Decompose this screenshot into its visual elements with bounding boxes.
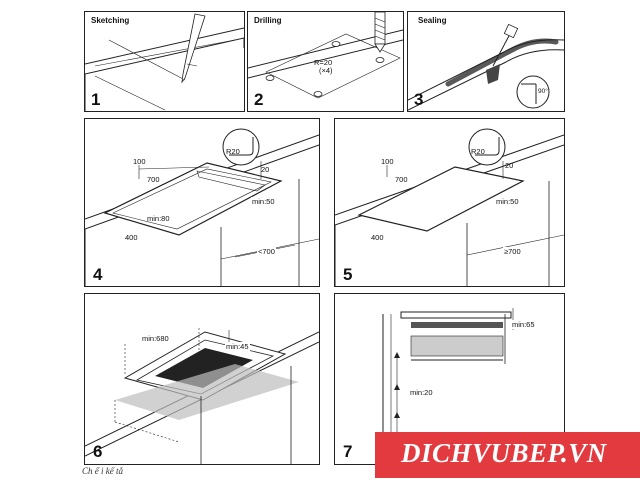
cutout-frame-illustration: [85, 128, 319, 286]
panel-number: 5: [343, 265, 353, 284]
dim-20-label: 20: [505, 161, 514, 170]
sealing-illustration: [408, 23, 564, 111]
dim-lt700-label: <700: [257, 247, 276, 256]
panel-number: 7: [343, 442, 353, 461]
panel-title: Sealing: [418, 16, 447, 25]
dim-min20-label: min:20: [409, 388, 434, 397]
dim-min80-label: min:80: [147, 214, 170, 223]
radius-label: R=20: [314, 58, 333, 67]
brand-watermark: DICHVUBEP.VN: [375, 432, 640, 478]
dim-min50-label: min:50: [251, 197, 276, 206]
panel-title: Sketching: [91, 16, 130, 25]
panel-sketching: Sketching 1: [84, 11, 245, 112]
dim-min680-label: min:680: [141, 334, 170, 343]
ventilation-illustration: [85, 328, 319, 464]
dim-100-label: 100: [133, 157, 146, 166]
radius-r20-label: R20: [226, 147, 240, 156]
panel-number: 3: [414, 90, 424, 109]
dim-700-label: 700: [395, 175, 408, 184]
dim-min50-label: min:50: [495, 197, 520, 206]
sketching-illustration: [85, 13, 244, 111]
dim-min65-label: min:65: [511, 320, 536, 329]
dim-ge700-label: ≥700: [503, 247, 522, 256]
cutout-flush-illustration: [335, 128, 564, 286]
panel-title: Drilling: [254, 16, 282, 25]
radius-count-label: (×4): [319, 66, 333, 75]
brand-text: DICHVUBEP.VN: [401, 438, 607, 468]
panel-cutout-flush: 100 700 R20 20 min:50 400 ≥700 5: [334, 118, 565, 287]
dim-100-label: 100: [381, 157, 394, 166]
panel-sealing: Sealing 90° 3: [407, 11, 565, 112]
panel-number: 1: [91, 90, 101, 109]
panel-number: 6: [93, 442, 103, 461]
panel-ventilation: min:680 min:45 6: [84, 293, 320, 465]
panel-drilling: Drilling R=20 (×4) 2: [247, 11, 404, 112]
dim-700-label: 700: [147, 175, 160, 184]
panel-number: 2: [254, 90, 264, 109]
dim-min45-label: min:45: [225, 342, 250, 351]
dim-400-label: 400: [125, 233, 138, 242]
caption-text: Ch ể i kế tắ: [82, 466, 123, 476]
angle-label: 90°: [538, 88, 548, 95]
panel-number: 4: [93, 265, 103, 284]
drilling-illustration: [248, 12, 403, 99]
dim-400-label: 400: [371, 233, 384, 242]
dim-20-label: 20: [261, 165, 270, 174]
section-illustration: [382, 308, 514, 464]
radius-r20-label: R20: [471, 147, 485, 156]
panel-cutout-frame: 100 700 R20 20 min:80 min:50 400 <700 4: [84, 118, 320, 287]
